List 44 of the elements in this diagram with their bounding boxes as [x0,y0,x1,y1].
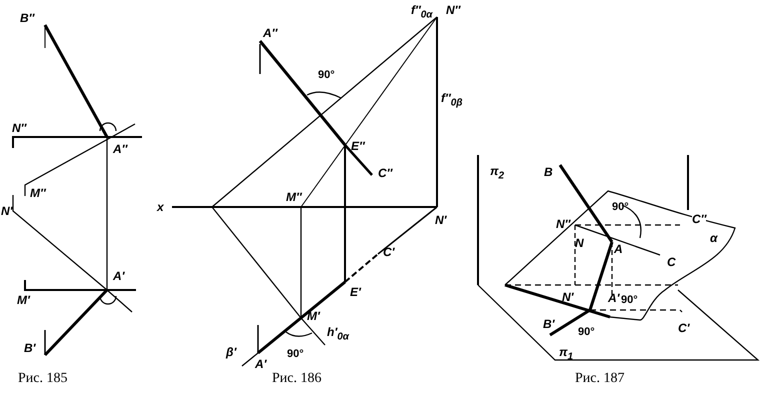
point-label: M′ [17,294,30,306]
angle-label: 90° [612,202,629,213]
point-label: M″ [286,191,302,203]
point-label: A [614,243,623,255]
point-label: A″ [263,27,278,39]
point-label: B′ [543,318,555,330]
point-label: π$_{1}$ [559,346,574,362]
figure-caption: Рис. 186 [272,372,322,386]
point-label: N″ [12,122,26,134]
point-label: B′ [24,342,36,354]
angle-label: 90° [287,349,304,360]
point-label: f″$_{0α}$ [411,4,433,20]
point-label: C [667,256,676,268]
point-label: f″$_{0β}$ [441,92,463,108]
point-label: C″ [378,167,392,179]
point-label: M′ [307,310,320,322]
point-label: π$_{2}$ [490,165,504,182]
point-label: N′ [1,205,13,217]
point-label: α [710,232,718,244]
point-label: C′ [678,322,690,334]
point-label: A″ [113,143,128,155]
figure-caption: Рис. 187 [575,372,624,386]
point-label: N″ [556,218,570,230]
point-label: β′ [226,346,236,358]
point-label: A′ [113,270,125,282]
point-label: B [544,166,553,178]
point-label: E″ [351,140,365,152]
point-label: C″ [692,213,706,225]
point-label: N′ [435,214,447,226]
point-label: h′$_{0α}$ [327,326,349,342]
point-label: A′ [255,358,267,370]
angle-label: 90° [621,295,638,306]
point-label: E′ [350,286,361,298]
point-label: A′ [608,292,620,304]
point-label: B″ [20,12,34,24]
point-label: N′ [562,291,574,303]
point-label: x [157,201,164,213]
angle-label: 90° [578,327,595,338]
point-label: N [575,237,584,249]
point-label: N″ [446,4,460,16]
figure-caption: Рис. 185 [18,372,68,386]
point-label: M″ [30,187,46,199]
angle-label: 90° [318,70,335,81]
point-label: C′ [383,246,395,258]
